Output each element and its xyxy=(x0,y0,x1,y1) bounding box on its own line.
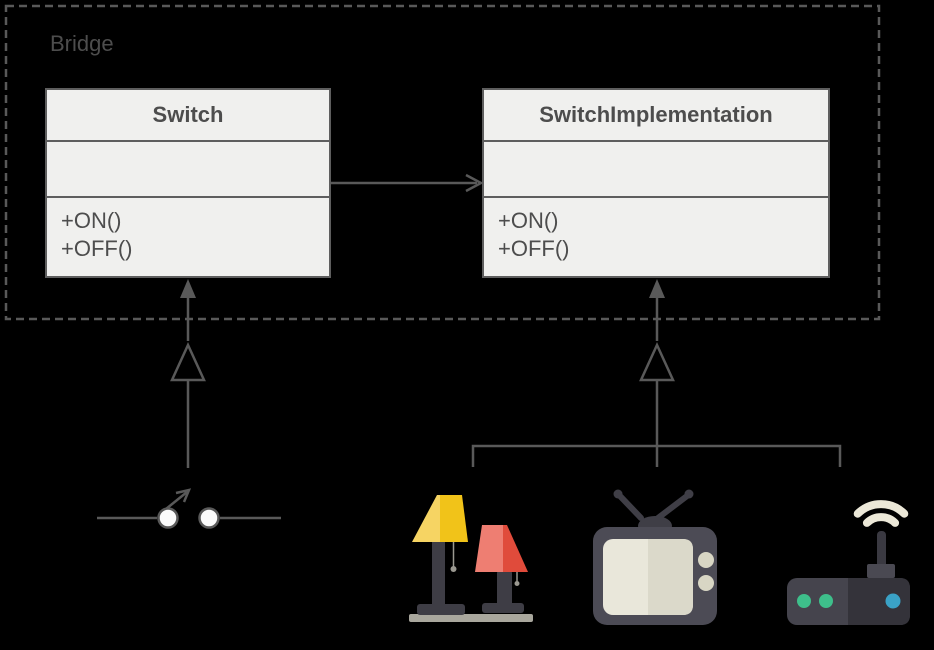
switch-contact-right xyxy=(198,507,220,529)
lamp-platform xyxy=(409,614,533,622)
branch-connector xyxy=(471,444,842,467)
router-body-shade xyxy=(848,578,910,625)
lamp-shade-light xyxy=(412,495,440,542)
pull-chain-ball xyxy=(450,566,457,572)
class-box-switch: Switch +ON() +OFF() xyxy=(45,88,331,278)
lamp-shade-light xyxy=(475,525,503,572)
class-methods-compartment: +ON() +OFF() xyxy=(484,198,828,263)
lamp-foot xyxy=(417,604,465,615)
solid-arrowhead xyxy=(649,279,665,298)
led-blue xyxy=(885,593,901,609)
lever-arrowhead xyxy=(175,488,192,503)
yellow-lamp-icon xyxy=(412,495,468,615)
lamp-post xyxy=(497,568,512,608)
solid-arrowhead xyxy=(180,279,196,298)
wifi-arc-inner xyxy=(862,513,900,527)
class-name: Switch xyxy=(47,90,329,142)
wifi-arc-outer xyxy=(853,500,909,518)
led-green-1 xyxy=(797,594,811,608)
method-label: +ON() xyxy=(498,208,559,233)
red-lamp-icon xyxy=(475,525,528,613)
tv-screen-shade xyxy=(648,539,693,615)
electrical-switch-icon xyxy=(97,488,281,529)
class-attributes-compartment xyxy=(47,142,329,198)
antenna-mount xyxy=(867,564,895,578)
tv-icon xyxy=(593,489,717,625)
lamp-post xyxy=(432,538,445,612)
method-label: +OFF() xyxy=(498,236,570,261)
method-label: +OFF() xyxy=(61,236,133,261)
hollow-triangle xyxy=(170,341,206,382)
tv-knob-top xyxy=(698,552,714,568)
tv-antenna-right xyxy=(655,493,690,521)
router-antenna xyxy=(877,531,886,569)
association-arrow xyxy=(331,173,484,193)
association-arrowhead xyxy=(465,173,484,193)
generalization-arrow-implementation xyxy=(639,279,675,467)
tv-antenna-left xyxy=(617,493,644,521)
pull-chain-ball xyxy=(514,581,520,586)
class-name: SwitchImplementation xyxy=(484,90,828,142)
tv-knob-bottom xyxy=(698,575,714,591)
antenna-tip-right xyxy=(684,489,694,499)
class-box-switch-implementation: SwitchImplementation +ON() +OFF() xyxy=(482,88,830,278)
class-methods-compartment: +ON() +OFF() xyxy=(47,198,329,263)
led-green-2 xyxy=(819,594,833,608)
lamp-icons xyxy=(409,495,533,622)
antenna-tip-left xyxy=(613,489,623,499)
method-label: +ON() xyxy=(61,208,122,233)
bridge-frame-label: Bridge xyxy=(50,31,114,56)
generalization-arrow-switch xyxy=(170,279,206,468)
hollow-triangle xyxy=(639,341,675,382)
lamp-shade-dark xyxy=(440,495,468,542)
router-icon xyxy=(787,500,910,625)
wifi-signal-icon xyxy=(853,500,909,527)
class-attributes-compartment xyxy=(484,142,828,198)
switch-contact-left xyxy=(157,507,179,529)
bridge-boundary-box xyxy=(4,4,881,321)
lamp-foot xyxy=(482,603,524,613)
lamp-shade-dark xyxy=(503,525,528,572)
